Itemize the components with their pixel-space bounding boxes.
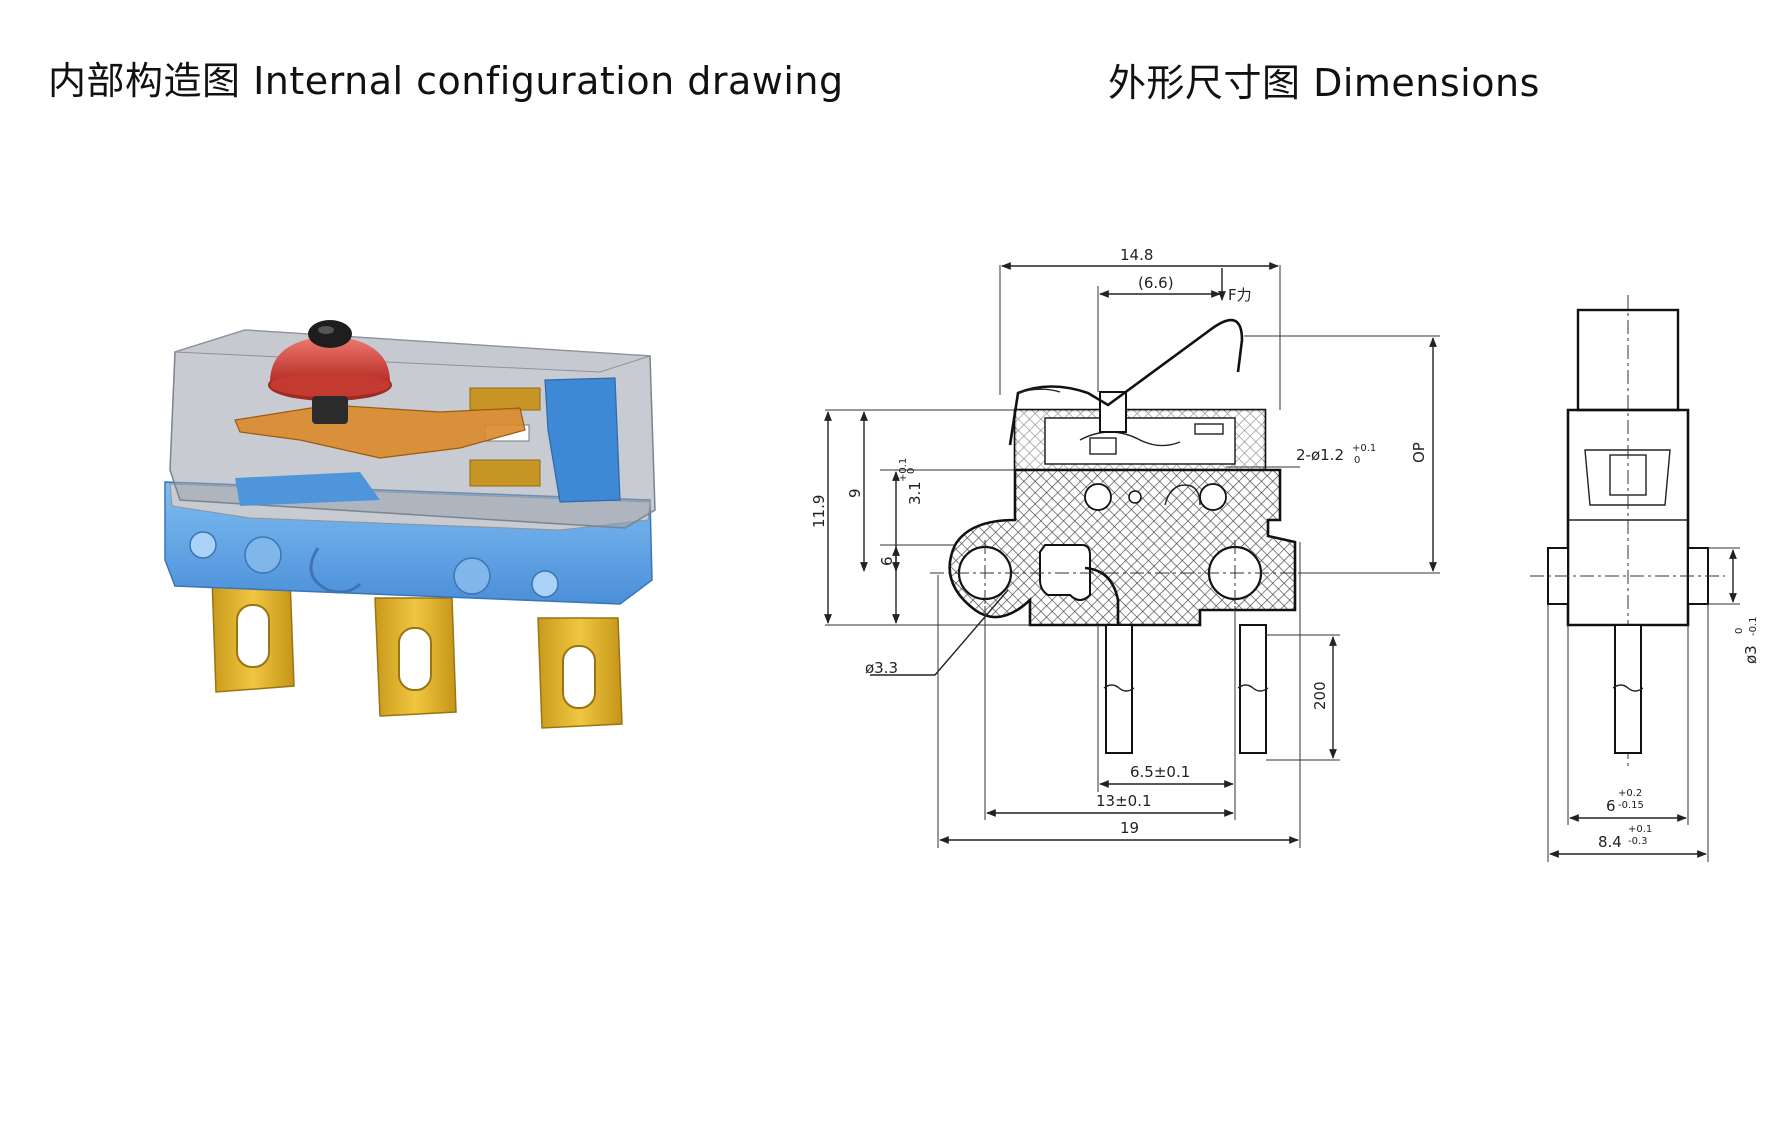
leader-phi-3-3 <box>870 589 1009 676</box>
dim-3-1: 3.1 <box>906 481 924 505</box>
inner-blue-post-right <box>544 377 621 503</box>
side-lead-wire <box>1614 624 1642 754</box>
lead-wire-left <box>1103 624 1135 754</box>
internal-drawing-title: 内部构造图 Internal configuration drawing <box>48 59 844 103</box>
base-hole-1 <box>244 536 282 574</box>
dim-6: 6 <box>878 556 896 566</box>
side-body-outline <box>1566 408 1690 627</box>
front-view-drawing: 14.8 (6.6) F力 11.9 9 3.1 +0.1 0 6 2-ø1.2… <box>810 246 1440 848</box>
side-view-drawing: ø3 0 -0.1 6 +0.2 -0.15 8.4 +0.1 -0.3 <box>1530 295 1760 862</box>
dim-200: 200 <box>1311 681 1329 710</box>
rivet-hole-2 <box>1199 483 1227 511</box>
lever-arm <box>1008 318 1244 446</box>
dim-6-5: 6.5±0.1 <box>1130 763 1190 781</box>
dim-side-8-4-tol-minus: -0.3 <box>1628 836 1648 847</box>
dim-pin-tol-minus: -0.1 <box>1748 616 1759 636</box>
dim-6-6: (6.6) <box>1138 274 1174 292</box>
center-pin <box>1128 490 1142 504</box>
cover-top-face <box>174 329 651 373</box>
force-label: F力 <box>1228 286 1252 304</box>
dim-19: 19 <box>1120 819 1139 837</box>
dim-holes-tol-plus: +0.1 <box>1352 443 1376 454</box>
switch-3d-render <box>164 320 656 729</box>
dim-holes-phi-1-2: 2-ø1.2 <box>1296 446 1344 464</box>
dim-holes-tol-minus: 0 <box>1354 455 1360 466</box>
mount-hole-left <box>189 531 217 559</box>
rivet-hole-1 <box>1084 483 1112 511</box>
base-logo-mark <box>309 547 362 594</box>
dim-side-6: 6 <box>1606 797 1616 815</box>
mount-hole-right <box>531 570 559 598</box>
inner-blue-block-left <box>235 472 380 506</box>
dim-phi-3-3: ø3.3 <box>865 659 898 677</box>
lead-wire-right <box>1237 624 1269 754</box>
actuator-button <box>268 320 392 424</box>
dim-side-6-tol-plus: +0.2 <box>1618 788 1642 799</box>
dim-3-1-tol-minus: 0 <box>906 468 917 474</box>
terminal-right <box>537 617 623 729</box>
lever-spring <box>234 404 526 459</box>
dim-op: OP <box>1410 442 1428 463</box>
dim-side-8-4-tol-plus: +0.1 <box>1628 824 1652 835</box>
inner-contact-lower <box>469 459 541 487</box>
terminal-middle <box>374 597 457 717</box>
dim-13: 13±0.1 <box>1096 792 1152 810</box>
dim-14-8: 14.8 <box>1120 246 1153 264</box>
dim-pin-tol-plus: 0 <box>1734 628 1745 634</box>
dim-9: 9 <box>846 488 864 498</box>
dim-side-6-tol-minus: -0.15 <box>1618 800 1644 811</box>
dim-3-1-tol-plus: +0.1 <box>898 458 909 482</box>
dim-side-8-4: 8.4 <box>1598 833 1622 851</box>
internal-cavity <box>1044 417 1236 465</box>
base-hole-2 <box>453 557 491 595</box>
terminal-left <box>211 577 295 693</box>
dimensions-title: 外形尺寸图 Dimensions <box>1108 61 1540 105</box>
inner-contact-bracket <box>469 387 541 411</box>
dim-pin-phi-3: ø3 <box>1742 645 1760 664</box>
dim-11-9: 11.9 <box>810 495 828 528</box>
